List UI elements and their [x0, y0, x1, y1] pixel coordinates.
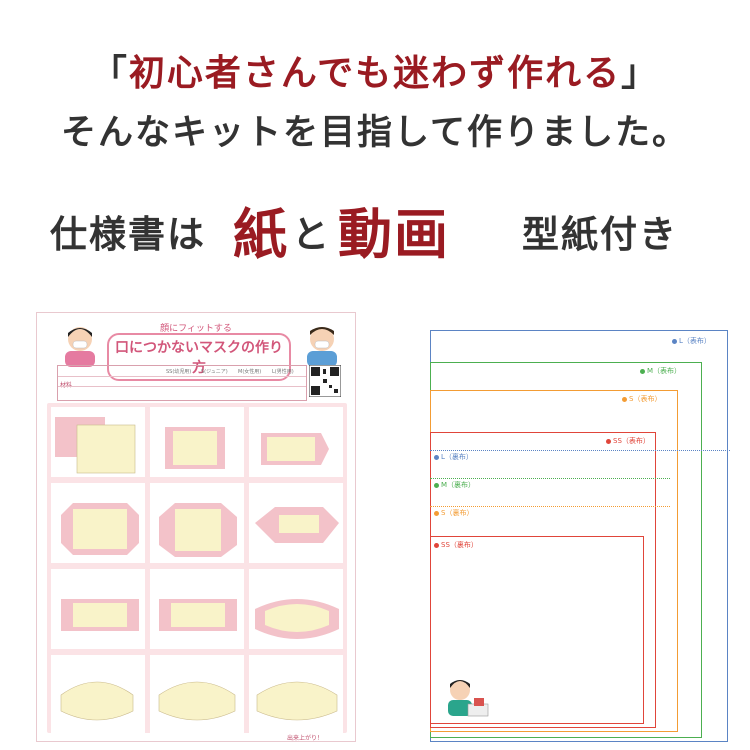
- headline-video-text: 動画: [338, 202, 450, 266]
- size-header-ss: SS(幼児用): [166, 369, 192, 375]
- headline-spec-text: 仕様書は: [50, 212, 206, 256]
- headline-accent-text: 初心者さんでも迷わず作れる: [128, 52, 622, 94]
- size-header-m: M(女性用): [238, 369, 262, 375]
- headline-line-3: 仕様書は 紙 と 動画 型紙付き: [0, 190, 750, 266]
- sewing-person-illustration-icon: [448, 680, 489, 717]
- headline-close-bracket: 」: [621, 52, 660, 94]
- material-table: 材料 SS(幼児用) S(ジュニア) M(女性用) L(男性用): [57, 365, 307, 401]
- headline-line-2: そんなキットを目指して作りました。: [61, 112, 689, 153]
- instruction-sheet-image: 顔にフィットする 口につかないマスクの作り方 材料 SS(幼児用) S(ジュニア…: [36, 312, 356, 742]
- frame-label-s: S（表布）: [622, 394, 661, 404]
- pattern-sheet-image: L（表布） M（表布） S（表布） SS（表布） L（裏布） M（裏布） S（裏…: [410, 300, 730, 745]
- headline-paper-text: 紙: [233, 202, 289, 266]
- inner-label-m: M（裏布）: [434, 480, 475, 490]
- material-label: 材料: [60, 382, 73, 389]
- qr-code-icon: [309, 365, 341, 397]
- instruction-footer: 出来上がり！: [287, 735, 324, 742]
- size-header-s: S(ジュニア): [201, 369, 228, 375]
- man-illustration-icon: [307, 327, 337, 367]
- inner-label-ss: SS（裏布）: [434, 540, 478, 550]
- steps-diagram: [51, 407, 343, 735]
- headline-open-bracket: 「: [90, 52, 129, 94]
- size-header-l: L(男性用): [272, 369, 294, 375]
- frame-label-l: L（表布）: [672, 336, 711, 346]
- frame-label-ss: SS（表布）: [606, 436, 650, 446]
- woman-illustration-icon: [65, 327, 95, 367]
- headline-pattern-text: 型紙付き: [522, 212, 678, 256]
- instruction-sheet-subtitle: 顔にフィットする: [160, 324, 232, 334]
- headline-line-1: 「初心者さんでも迷わず作れる」: [0, 44, 750, 96]
- frame-label-m: M（表布）: [640, 366, 681, 376]
- inner-label-l: L（裏布）: [434, 452, 473, 462]
- instruction-sheet-title: 口につかないマスクの作り方: [107, 333, 291, 381]
- headline-and-text: と: [292, 212, 331, 256]
- inner-label-s: S（裏布）: [434, 508, 473, 518]
- frame-ss-inner: [430, 536, 644, 724]
